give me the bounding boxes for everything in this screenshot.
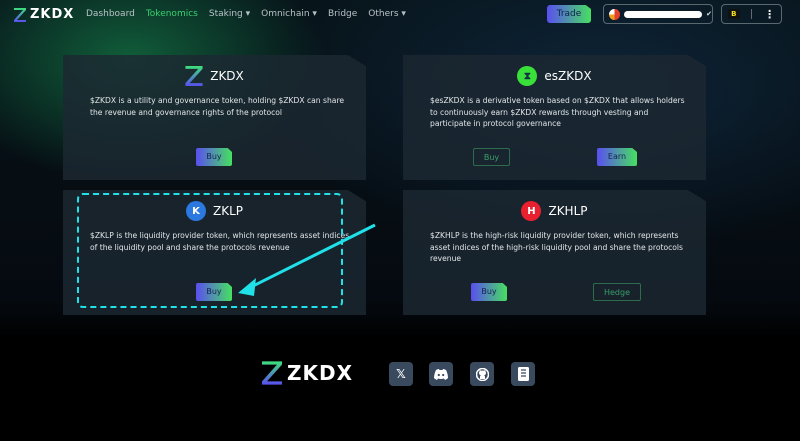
eszkdx-buy-button[interactable]: Buy bbox=[473, 148, 510, 166]
footer-logo-text: ZKDX bbox=[287, 361, 354, 385]
wallet-avatar-icon bbox=[609, 8, 620, 20]
card-eszkdx: ⧗ esZKDX $esZKDX is a derivative token ba… bbox=[403, 55, 706, 180]
wallet-button[interactable]: ✔ bbox=[603, 4, 713, 24]
zklp-buy-button[interactable]: Buy bbox=[196, 283, 232, 301]
nav-others[interactable]: Others ▾ bbox=[368, 9, 406, 19]
eszkdx-token-icon: ⧗ bbox=[517, 66, 538, 86]
zkhlp-hedge-button[interactable]: Hedge bbox=[593, 283, 641, 301]
top-nav: ZKDX Dashboard Tokenomics Staking ▾ Omni… bbox=[0, 0, 800, 30]
card-title: ZKHLP bbox=[548, 204, 588, 218]
logo-text: ZKDX bbox=[30, 7, 75, 22]
network-menu: B ⋮ bbox=[721, 4, 782, 24]
card-description: $ZKHLP is the high-risk liquidity provid… bbox=[430, 231, 683, 263]
discord-icon[interactable] bbox=[429, 362, 453, 386]
card-title: esZKDX bbox=[544, 69, 592, 83]
card-description: $esZKDX is a derivative token based on $… bbox=[430, 96, 685, 128]
card-zkdx: ZKDX $ZKDX is a utility and governance t… bbox=[63, 55, 366, 180]
github-icon[interactable] bbox=[470, 362, 494, 386]
zkdx-logo-icon bbox=[262, 361, 282, 385]
zkdx-token-icon bbox=[185, 66, 203, 86]
nav-tokenomics[interactable]: Tokenomics bbox=[145, 9, 198, 19]
card-title: ZKDX bbox=[210, 69, 244, 83]
wallet-address-redacted bbox=[623, 10, 703, 18]
trade-button[interactable]: Trade bbox=[547, 5, 591, 23]
logo[interactable]: ZKDX bbox=[14, 7, 74, 22]
main-nav: Dashboard Tokenomics Staking ▾ Omnichain… bbox=[86, 9, 406, 19]
card-description: $ZKDX is a utility and governance token,… bbox=[90, 96, 345, 117]
card-zkhlp: H ZKHLP $ZKHLP is the high-risk liquidity… bbox=[403, 190, 706, 315]
x-icon[interactable]: 𝕏 bbox=[389, 362, 413, 386]
eszkdx-earn-button[interactable]: Earn bbox=[597, 148, 637, 166]
card-description: $ZKLP is the liquidity provider token, w… bbox=[90, 231, 350, 252]
zklp-token-icon: K bbox=[185, 201, 206, 221]
divider bbox=[751, 9, 753, 19]
docs-icon[interactable] bbox=[511, 362, 535, 386]
more-menu-icon[interactable]: ⋮ bbox=[764, 7, 776, 21]
zkdx-buy-button[interactable]: Buy bbox=[196, 148, 232, 166]
zkhlp-token-icon: H bbox=[521, 201, 542, 221]
nav-staking[interactable]: Staking ▾ bbox=[208, 9, 251, 19]
zkdx-logo-icon bbox=[14, 7, 26, 22]
chevron-down-icon: ✔ bbox=[706, 10, 712, 18]
nav-omnichain[interactable]: Omnichain ▾ bbox=[261, 9, 317, 19]
zkhlp-buy-button[interactable]: Buy bbox=[471, 283, 507, 301]
network-icon[interactable]: B bbox=[727, 9, 740, 19]
nav-dashboard[interactable]: Dashboard bbox=[86, 9, 135, 19]
footer-logo: ZKDX bbox=[262, 361, 353, 385]
card-title: ZKLP bbox=[212, 204, 243, 218]
card-zklp: K ZKLP $ZKLP is the liquidity provider to… bbox=[63, 190, 366, 315]
highlight-annotation bbox=[77, 193, 343, 308]
nav-bridge[interactable]: Bridge bbox=[327, 9, 358, 19]
